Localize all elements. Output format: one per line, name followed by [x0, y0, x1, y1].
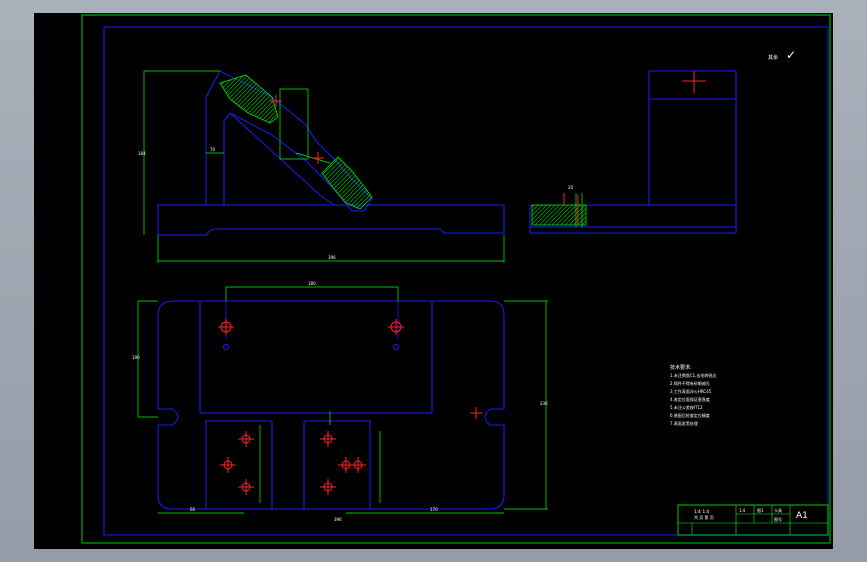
cad-drawing-canvas[interactable]: 184 396 70 20: [34, 13, 833, 549]
dim-plan-b2: 170: [430, 507, 438, 512]
dim-top-width: 396: [328, 255, 336, 260]
tech-notes: 技术要求:1.未注倒角C1,去毛刺锐边 2.铸件不得有砂眼缩孔 3.工作表面淬火HR…: [670, 364, 716, 426]
plan-pocket-right: [303, 420, 371, 510]
dim-plan-height: 236: [540, 401, 548, 406]
tech-note-line: 5.未注公差按IT12: [670, 404, 703, 410]
tech-note-line: 6.装配后检查定位精度: [670, 412, 710, 418]
plan-view: 180 190 236 60 170 396: [132, 281, 548, 522]
title-cell-1: 1∶4: [739, 508, 746, 513]
dim-plan-top: 180: [308, 281, 316, 286]
dim-plan-width: 396: [334, 517, 342, 522]
tech-note-line: 4.各定位面保证垂直度: [670, 396, 710, 402]
side-base: [529, 204, 737, 234]
plan-upper-pocket: [199, 300, 433, 414]
roughness-prefix: 其余: [768, 54, 778, 61]
inner-frame: [103, 26, 829, 536]
side-view: 20: [529, 70, 737, 234]
title-sub-text: 共 页 第 页: [694, 514, 714, 520]
front-view: 184 396 70: [138, 70, 505, 263]
plan-pocket-left: [205, 420, 273, 510]
tech-note-line: 技术要求:: [670, 364, 692, 371]
dim-top-small: 70: [210, 147, 216, 152]
front-base-plate: [157, 204, 505, 236]
title-cell-3: 卡具: [774, 507, 782, 513]
plan-outline: [157, 300, 505, 510]
side-hatch: [531, 204, 587, 226]
tech-note-line: 1.未注倒角C1,去毛刺锐边: [670, 372, 716, 378]
tech-note-line: 3.工作表面淬火HRC45: [670, 388, 712, 394]
title-scale-label: A1: [796, 511, 808, 521]
roughness-symbol: ✓: [786, 48, 796, 62]
outer-frame: [81, 14, 831, 544]
plan-holes: [218, 319, 404, 495]
dim-top-height: 184: [138, 151, 146, 156]
hatch-upper: [219, 74, 279, 124]
title-cell-4: 图号: [774, 516, 782, 522]
title-block: 1∶4 1∶4 共 页 第 页 1∶4 图1 卡具 图号 A1: [677, 504, 829, 536]
dim-plan-left: 190: [132, 355, 140, 360]
hatch-lower: [321, 156, 373, 210]
drawing-svg: 184 396 70 20: [81, 14, 831, 544]
tech-note-line: 2.铸件不得有砂眼缩孔: [670, 380, 710, 386]
dim-plan-b1: 60: [190, 507, 196, 512]
title-name-text: 1∶4 1∶4: [694, 509, 709, 515]
tech-note-line: 7.表面发黑处理: [670, 420, 698, 426]
side-column: [648, 70, 737, 206]
dim-side-label: 20: [568, 185, 574, 190]
title-cell-2: 图1: [757, 507, 764, 513]
